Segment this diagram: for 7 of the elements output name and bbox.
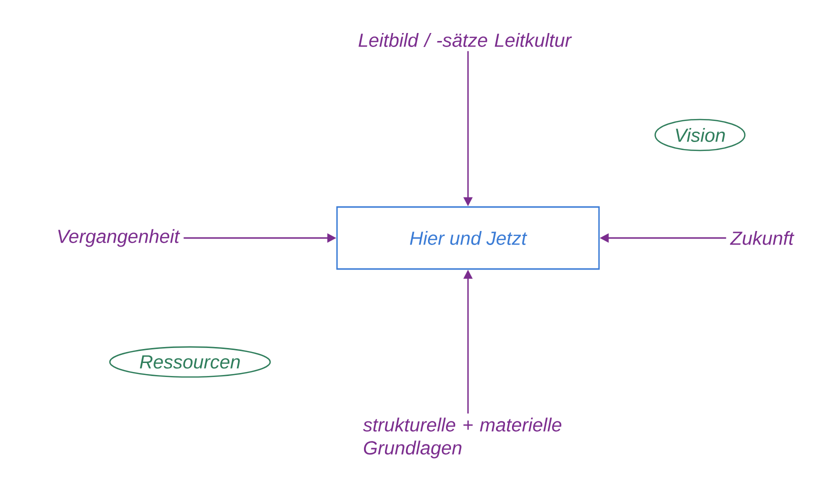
oval-label: Ressourcen xyxy=(109,346,271,378)
handwritten-label: Vergangenheit xyxy=(58,229,180,247)
handwritten-label: Leitbild / -sätze Leitkultur xyxy=(358,33,572,47)
handwritten-label: Zukunft xyxy=(730,231,794,245)
handwritten-label: strukturelle + materielle Grundlagen xyxy=(363,418,562,458)
process-box: Hier und Jetzt xyxy=(336,206,600,270)
oval-label: Vision xyxy=(654,118,746,152)
